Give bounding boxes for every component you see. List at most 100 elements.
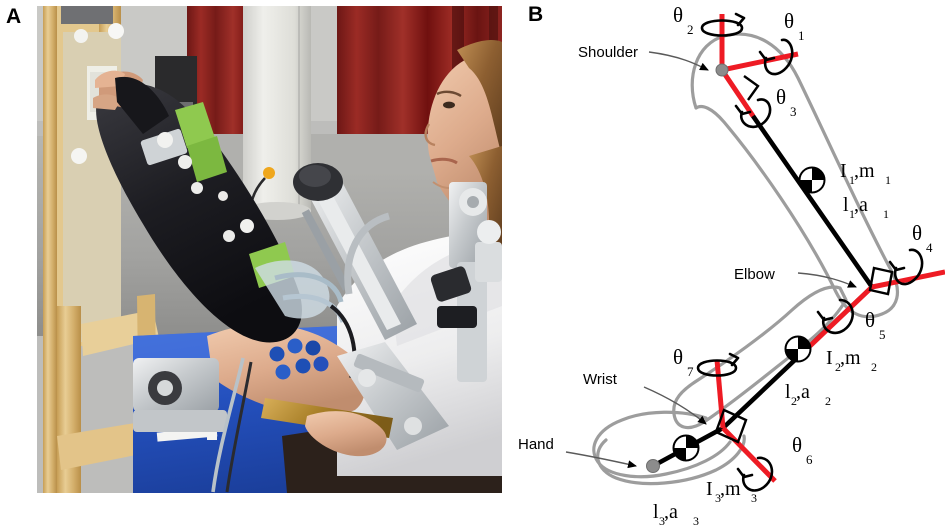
cable-grey [211, 357, 245, 493]
sensor-marker-4 [275, 364, 291, 380]
robot-pivot-1 [358, 369, 376, 387]
I1-m-symbol: ,m [854, 160, 875, 182]
arrow-theta-4-head [888, 260, 906, 272]
I2-m-symbol: ,m [840, 347, 861, 369]
rotation-arrows [696, 12, 924, 492]
com-symbol-hand [672, 434, 700, 462]
param-label-forearm-inertia-mass: I 2 ,m 2 [826, 347, 877, 374]
arrow-theta-3 [739, 98, 772, 129]
arrow-theta-6-head [736, 467, 754, 479]
green-strap-mid [187, 136, 227, 182]
leader-elbow [797, 272, 857, 288]
robot-base-knob-center [157, 380, 173, 396]
robot-shoulder-pad [430, 266, 472, 302]
param-label-forearm-length-com: l 2 ,a 2 [785, 381, 831, 408]
l3-subscript: 3 [659, 514, 665, 525]
dof-label-theta-4: θ 4 [912, 221, 933, 255]
rotation-axes [714, 14, 945, 483]
m1-subscript: 1 [885, 173, 891, 187]
param-label-upper-arm-length-com: l 1 ,a 1 [843, 194, 889, 221]
forearm-outline [672, 285, 848, 430]
theta-5-symbol: θ [865, 308, 875, 332]
arrow-theta-3-head [734, 104, 752, 116]
participant-thumb [93, 94, 121, 110]
cable-black [225, 361, 253, 493]
joint-shoulder-dot [715, 63, 729, 77]
robot-lower-rail [353, 353, 425, 393]
param-label-hand-inertia-mass: I 3 ,m 3 [706, 478, 757, 505]
axis-theta-6 [721, 426, 777, 483]
panel-a-photograph [37, 6, 502, 493]
orthosis-marker-3 [191, 182, 203, 194]
theta-2-symbol: θ [673, 3, 683, 27]
eye [443, 101, 455, 109]
label-wrist: Wrist [583, 371, 618, 388]
orthosis-marker-1 [157, 132, 173, 148]
dof-label-theta-3: θ 3 [776, 85, 797, 119]
robot-rail-slot [301, 209, 351, 291]
m2-subscript: 2 [871, 360, 877, 374]
marker-frame-top-right [108, 23, 124, 39]
dof-label-theta-1: θ 1 [784, 9, 805, 43]
param-label-hand-length-com: l 3 ,a 3 [653, 501, 699, 525]
l1-symbol: l [843, 194, 849, 216]
orthosis-marker-2 [178, 155, 192, 169]
I3-subscript: 3 [715, 491, 721, 505]
hand-outline-lower [596, 434, 746, 486]
link-upper-arm [750, 113, 875, 290]
robot-joint-top-center [467, 196, 479, 208]
arrow-theta-7 [696, 359, 738, 377]
robot-black-clamp [437, 306, 477, 328]
dof-label-theta-2: θ 2 [673, 3, 694, 37]
axis-theta-3 [719, 68, 756, 118]
m3-subscript: 3 [751, 491, 757, 505]
robot-pivot-2 [404, 417, 422, 435]
I3-symbol: I [706, 478, 713, 500]
arrow-theta-1-head [758, 50, 776, 62]
sensor-marker-2 [287, 338, 303, 354]
I3-m-symbol: ,m [720, 478, 741, 500]
theta-7-symbol: θ [673, 345, 683, 369]
right-angle-markers [714, 75, 894, 444]
robot-curved-support [344, 212, 391, 295]
dof-label-theta-5: θ 5 [865, 308, 886, 342]
orthosis-hand-piece [115, 76, 169, 134]
l2-a-symbol: ,a [796, 381, 810, 403]
frame-top-window [61, 6, 113, 24]
marker-frame-top-left [74, 29, 88, 43]
marker-frame-mid-left [71, 148, 87, 164]
theta-4-subscript: 4 [926, 240, 933, 255]
l1-a-symbol: ,a [854, 194, 868, 216]
com-symbol-forearm [784, 335, 812, 363]
arrow-theta-5-head [816, 310, 834, 322]
hand-outline-upper [592, 410, 732, 479]
eyebrow [436, 90, 462, 98]
a3-subscript: 3 [693, 514, 699, 525]
leader-wrist [643, 386, 707, 425]
theta-6-subscript: 6 [806, 452, 813, 467]
theta-4-symbol: θ [912, 221, 922, 245]
right-angle-elbow [868, 266, 894, 296]
leader-shoulder [648, 51, 709, 71]
arrow-theta-7-head [728, 352, 740, 367]
panel-b-letter: B [528, 3, 544, 26]
l2-symbol: l [785, 381, 791, 403]
l3-symbol: l [653, 501, 659, 523]
axis-theta-4 [871, 269, 945, 290]
l3-a-symbol: ,a [664, 501, 678, 523]
theta-7-subscript: 7 [687, 364, 694, 379]
l2-subscript: 2 [791, 394, 797, 408]
orthosis-marker-4 [218, 191, 228, 201]
panel-a-letter: A [6, 5, 22, 28]
column-orange-knob [263, 167, 275, 179]
dof-label-theta-7: θ 7 [673, 345, 694, 379]
theta-1-subscript: 1 [798, 28, 805, 43]
arrow-theta-2-head [734, 12, 746, 27]
theta-5-subscript: 5 [879, 327, 886, 342]
orthosis-marker-6 [223, 230, 235, 242]
leader-lines [565, 51, 857, 469]
a2-subscript: 2 [825, 394, 831, 408]
robot-actuator-rail [319, 196, 401, 330]
arrow-theta-1 [763, 38, 794, 76]
axis-theta-1 [721, 51, 799, 73]
